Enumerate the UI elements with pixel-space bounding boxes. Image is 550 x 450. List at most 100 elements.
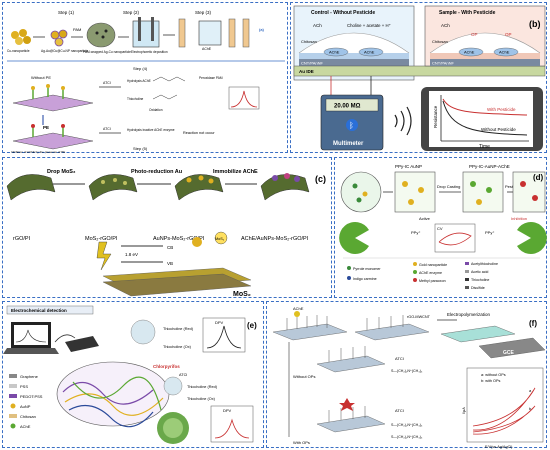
core-nanoparticle-label: Ag-Au@Cu@Cu-NP nanoparticle — [41, 49, 88, 53]
drop-casting-label: Drop Casting — [437, 184, 460, 189]
panel-e: Electrochemical detection Graphene PSS P… — [2, 301, 264, 448]
atci-label-a1: ATCI — [103, 81, 111, 85]
electrode-3 — [242, 18, 250, 48]
without-ops-label: Without OPs — [293, 374, 315, 379]
thio-red-label-2: Thiocholine (Red) — [187, 385, 218, 389]
panel-d-graphic: PPy-IC AuNP PPy-IC-AuNP-AChE Drop Castin… — [339, 164, 547, 290]
control-cnt-layer — [299, 59, 409, 66]
panel-c-graphic: rGO/PI Drop MoS₂ MoS₂-rGO/PI Photo-reduc… — [6, 169, 326, 298]
legend-swatch-5 — [413, 278, 417, 282]
panel-c-label: (c) — [315, 174, 326, 184]
au-particle — [192, 237, 202, 247]
electrode-gce — [478, 337, 546, 359]
electrode-bottom — [316, 415, 386, 433]
curve-a-label: a — [529, 388, 532, 393]
legend-item: Thiocholine — [471, 278, 489, 282]
legend-item: Methyl paraoxon — [419, 279, 446, 283]
dpv-label-bottom: DPV — [223, 408, 232, 413]
ppy-ic-aunp-ache-label: PPy-IC-AuNP-AChE — [469, 164, 510, 169]
legend-swatch-graphene — [9, 374, 17, 378]
multimeter-label: Multimeter — [333, 141, 364, 147]
cv-plot-f — [466, 367, 544, 443]
ache-sun-icon — [294, 311, 300, 317]
with-pesticide-label: With Pesticide — [487, 107, 516, 112]
step-label-ache: AChE/AuNPs-MoS₂-rGO/PI — [241, 236, 309, 242]
atci-label-f2: ATCI — [395, 408, 404, 413]
bluetooth-glyph: ᛒ — [349, 121, 354, 130]
chitosan-label-1: Chitosan — [301, 39, 317, 44]
monomer-circle — [340, 171, 382, 213]
photo-reduction-label: Photo-reduction Au — [131, 169, 182, 175]
legend-swatch-chitosan — [9, 414, 17, 418]
brush-ache-top — [286, 315, 328, 330]
without-pesticide-label: Without Pesticide — [481, 127, 516, 132]
pam-wrapped-label: PAM-wrapped Ag-Cu nanoparticle — [83, 50, 131, 54]
ops-star-icon — [339, 398, 355, 411]
electrode-1 — [178, 18, 186, 48]
cell-electrode-2 — [151, 17, 154, 41]
legend-swatch-1 — [347, 266, 351, 270]
atci-label-e: ATCI — [179, 373, 187, 377]
mos2-small-label: MoS₂ — [215, 237, 225, 241]
step3-label: Step (3) — [195, 10, 212, 15]
with-pesticide-curve — [442, 98, 528, 116]
mos2-lattice — [102, 267, 252, 297]
op-label-1: OP — [471, 32, 478, 37]
rgo-sheet — [6, 174, 56, 201]
hydrolysis-inactive-label: Hydrolysis inactive AChE enzyme — [127, 128, 175, 132]
hydrolysis-label: Hydrolysis AChE — [127, 79, 151, 83]
brush-middle — [328, 346, 366, 362]
legend-swatch-pss — [9, 384, 17, 388]
multimeter-display — [325, 98, 379, 112]
petri-dish — [86, 22, 116, 48]
control-dome — [298, 32, 410, 54]
thio-ox-label-2: Thiocholine (Ox) — [187, 397, 216, 401]
legend-swatch-aunp — [10, 403, 16, 409]
ache-label-f: AChE — [293, 306, 304, 311]
legend-swatch-9 — [465, 286, 469, 289]
thiocholine-label: Thiocholine — [127, 97, 144, 101]
mos2-label: MoS₂ — [233, 291, 251, 298]
sensor-top — [12, 84, 94, 112]
electrode-2 — [228, 18, 236, 48]
legend-item: AChE — [20, 424, 31, 429]
gap-label: 1.8 eV — [125, 252, 138, 257]
cv-curve-a — [472, 387, 536, 431]
cv-xlabel: E/V(vs.Ag/AgCl) — [485, 445, 513, 449]
multimeter-reading: 20.00 MΩ — [334, 104, 361, 110]
mos2-sheet — [88, 174, 138, 201]
electrode-ache-top — [272, 323, 348, 341]
legend-swatch-4 — [413, 270, 417, 274]
panel-c: rGO/PI Drop MoS₂ MoS₂-rGO/PI Photo-reduc… — [2, 157, 332, 298]
sensor-strip — [65, 336, 99, 352]
formula-1: S—(CH₂)₂N⁺(CH₃)₃ — [391, 369, 423, 373]
thio-ox-label-1: Thiocholine (Ox) — [163, 345, 192, 349]
op-label-2: OP — [505, 32, 512, 37]
pe-label: PE — [43, 125, 49, 130]
ppy-label-2: PPy⁺ — [485, 230, 494, 235]
film-square-2 — [462, 171, 504, 213]
sample-dome — [429, 32, 541, 54]
dpv-peak-top — [206, 325, 242, 349]
drop-mos2-label: Drop MoS₂ — [47, 169, 76, 175]
panel-e-label: (e) — [247, 321, 257, 330]
phone-screen — [429, 91, 533, 147]
chitosan-label-2: Chitosan — [432, 39, 448, 44]
legend-swatch-2 — [347, 276, 351, 280]
molecule-structure — [152, 76, 186, 100]
legend-item: AChE enzyme — [419, 271, 442, 275]
legend-swatch-7 — [465, 270, 469, 273]
gce-label: GCE — [503, 350, 515, 356]
pam-label: PAM — [73, 27, 81, 32]
sample-enzyme-2 — [493, 47, 519, 57]
panel-b-graphic: Control - Without Pesticide ACh Choline … — [293, 5, 546, 151]
laptop-base — [3, 348, 59, 354]
sample-enzyme-1 — [458, 47, 484, 57]
resistance-axis-label: Resistance — [433, 105, 438, 128]
chlorpyrifos-label: Chlorpyrifos — [153, 364, 180, 369]
with-ops-label: With OPs — [293, 440, 310, 445]
sample-title: Sample - With Pesticide — [439, 10, 496, 16]
film-square-3 — [512, 171, 546, 213]
mini-plot-a — [228, 86, 260, 110]
ache-cell — [198, 20, 222, 46]
